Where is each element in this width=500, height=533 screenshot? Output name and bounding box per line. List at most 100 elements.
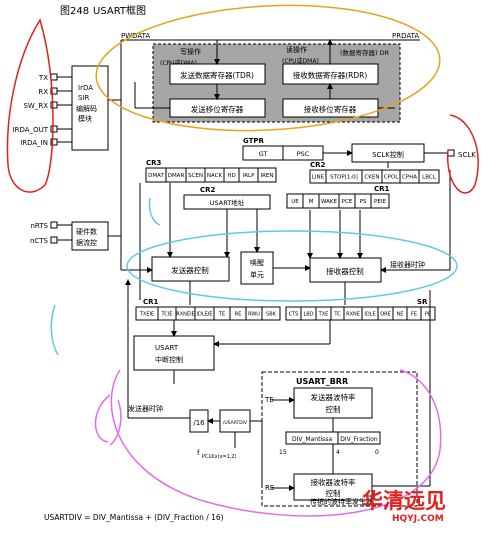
- pin-irda-in: IRDA_IN: [20, 139, 48, 147]
- int-control-line2: 中断控制: [155, 355, 183, 364]
- sr-title: SR: [417, 298, 428, 306]
- usart-address-label: USART地址: [210, 198, 245, 207]
- sr-bit-txe: TXE: [318, 311, 329, 317]
- cyan-annotation: [126, 230, 458, 302]
- cr1bottom-bit-te: TE: [218, 311, 225, 317]
- bit-4: 4: [336, 449, 340, 456]
- pin-ncts: nCTS: [30, 237, 49, 245]
- pin-tx: TX: [38, 74, 48, 82]
- hw-flow-control: [71, 221, 109, 251]
- pin-nrts: nRTS: [30, 222, 48, 230]
- cr3-bit-scen: SCEN: [188, 173, 203, 179]
- gtpr-gt-label: GT: [259, 150, 268, 158]
- cr1-top-title: CR1: [374, 185, 390, 193]
- cr2-bit-box: [418, 169, 440, 184]
- usartdiv-formula: USARTDIV = DIV_Mantissa + (DIV_Fraction …: [44, 513, 224, 522]
- gtpr-title: GTPR: [243, 137, 265, 145]
- prdata-label: PRDATA: [392, 32, 419, 40]
- bit-0: 0: [375, 449, 379, 456]
- rx-shift-label: 接收移位寄存器: [304, 104, 357, 114]
- div-mantissa-label: DIV_Mantissa: [292, 436, 332, 443]
- cpu-dma-read: (CPU或DMA): [282, 57, 319, 65]
- sr-bit-ne: NE: [397, 311, 404, 317]
- irda-line2: SIR: [78, 94, 90, 102]
- sr-bit-cts: CTS: [289, 311, 299, 317]
- pwdata-label: PWDATA: [121, 32, 150, 40]
- cr3-bit-irlp: IRLP: [243, 173, 256, 179]
- pclk-f: f: [197, 449, 200, 457]
- pin-sw-rx: SW_RX: [23, 102, 48, 110]
- cr1bottom-bit-rwu: RWU: [248, 311, 260, 317]
- sr-bit-box: [420, 306, 436, 321]
- cr1bottom-bit-box: [261, 306, 281, 321]
- pin-irda-out: IRDA_OUT: [13, 126, 49, 134]
- cr1top-bit-ps: PS: [360, 199, 367, 205]
- cr2-bit-line: LINE: [312, 174, 325, 180]
- cr2-addr-title: CR2: [200, 186, 216, 194]
- rx-control-label: 接收器控制: [326, 266, 364, 276]
- te-label: TE: [264, 396, 274, 404]
- wakeup-line1: 唤醒: [250, 258, 264, 267]
- hw-flow-line1: 硬件数: [76, 227, 97, 236]
- pin-sclk: SCLK: [458, 151, 476, 159]
- pin-rx: RX: [38, 88, 48, 96]
- cyan-stroke-1: [50, 304, 59, 356]
- tx-clock-label: 发送器时钟: [128, 404, 163, 413]
- write-op-label: 写操作: [180, 47, 201, 56]
- usart-brr-box: [261, 371, 418, 507]
- pclk-sub: PCLKx(x=1,2): [202, 454, 237, 460]
- read-op-label: 读操作: [286, 45, 307, 54]
- irda-block: [71, 65, 109, 151]
- watermark-logo: 华清远见: [362, 489, 446, 513]
- gtpr-psc-label: PSC: [297, 150, 310, 158]
- hw-flow-line2: 据流控: [76, 238, 97, 247]
- tx-baud-line1: 发送器波特率: [311, 392, 356, 402]
- rx-baud-control: [293, 473, 373, 501]
- cr1top-bit-m: M: [309, 199, 314, 205]
- irda-line4: 模块: [78, 114, 92, 123]
- cr2-bit-stop10: STOP[1:0]: [330, 174, 358, 180]
- cr3-bit-iren: IREN: [260, 173, 273, 179]
- pin-sclk-box: [447, 149, 455, 157]
- cr3-bit-nack: NACK: [207, 173, 223, 179]
- cr3-bit-hd: HD: [227, 173, 235, 179]
- cr1top-bit-pce: PCE: [342, 199, 353, 205]
- div-fraction-label: DIV_Fraction: [340, 436, 378, 443]
- pin-group: TX RX SW_RX IRDA_OUT IRDA_IN nRTS nCTS: [13, 73, 58, 245]
- sr-bit-pe: PE: [425, 311, 431, 317]
- tx-shift-label: 发送移位寄存器: [191, 104, 244, 114]
- sr-bit-lbd: LBD: [303, 311, 313, 317]
- rx-baud-line2: 控制: [326, 488, 341, 498]
- wakeup-unit: [240, 251, 274, 285]
- rx-clock-label: 接收器时钟: [390, 260, 425, 269]
- div16-label: /16: [193, 419, 205, 427]
- cr3-bit-dmat: DMAT: [148, 173, 164, 179]
- cyan-stroke-2: [148, 197, 161, 226]
- brr-caption: 传统的波特率发生器: [310, 497, 373, 506]
- orange-annotation: [95, 4, 441, 132]
- sr-bit-tc: TC: [333, 311, 341, 317]
- irda-line3: 编解码: [76, 104, 97, 113]
- cr2-bit-lbcl: LBCL: [422, 174, 437, 180]
- usartdiv-label: /USARTDIV: [223, 420, 248, 426]
- cr1-bottom-title: CR1: [143, 298, 159, 306]
- cpu-dma-write: (CPU或DMA): [160, 59, 197, 67]
- tdr-label: 发送数据寄存器(TDR): [180, 70, 254, 80]
- usart-interrupt-control: [133, 335, 215, 371]
- cr1bottom-bit-txeie: TXEIE: [139, 311, 154, 317]
- cr1bottom-bit-rxneie: RXNEIE: [176, 311, 194, 317]
- cr2-top-title: CR2: [310, 161, 326, 169]
- cr1top-bit-wake: WAKE: [321, 199, 338, 205]
- cr1top-bit-peie: PEIE: [374, 199, 386, 205]
- sr-bit-fe: FE: [411, 311, 417, 317]
- figure-title: USART框图: [93, 4, 146, 17]
- sr-bit-idle: IDLE: [364, 311, 375, 317]
- rx-baud-line1: 接收器波特率: [311, 477, 356, 487]
- irda-line1: IrDA: [78, 84, 93, 92]
- sr-bit-ore: ORE: [380, 311, 391, 317]
